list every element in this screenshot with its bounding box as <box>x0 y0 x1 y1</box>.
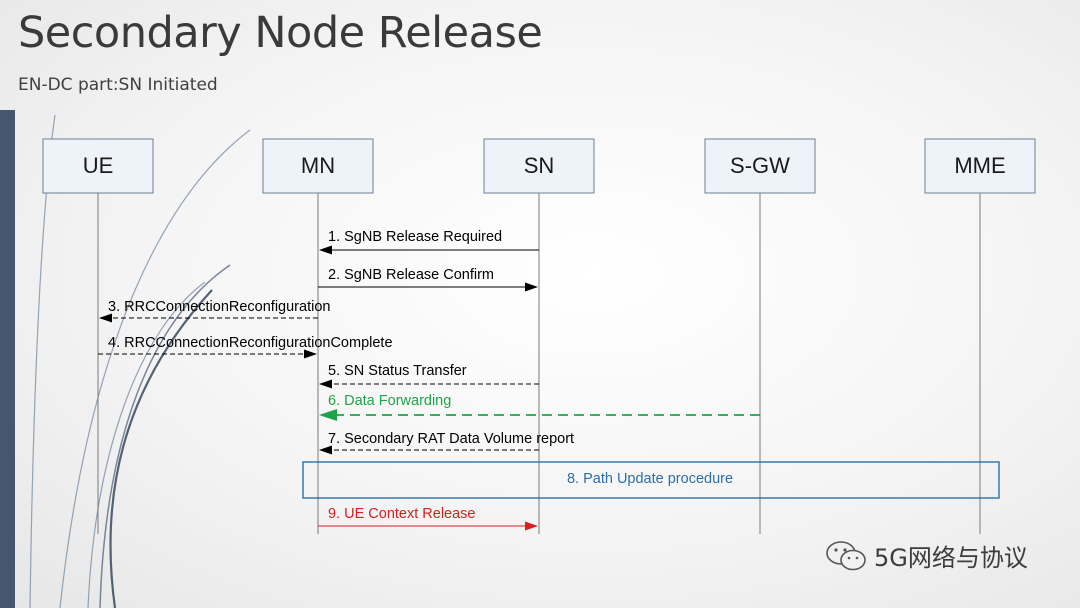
message-4-label: 4. RRCConnectionReconfigurationComplete <box>108 335 393 351</box>
node-box-mme <box>924 138 1036 194</box>
procedure-box <box>302 461 1000 499</box>
message-2-label: 2. SgNB Release Confirm <box>328 267 494 283</box>
message-5-arrowhead <box>319 379 332 389</box>
node-box-sn <box>483 138 595 194</box>
message-7-label: 7. Secondary RAT Data Volume report <box>328 431 574 447</box>
node-box-sgw <box>704 138 816 194</box>
node-box-ue <box>42 138 154 194</box>
message-1: 1. SgNB Release Required <box>319 229 539 255</box>
message-6-arrowhead <box>319 409 337 421</box>
node-label-mn: MN <box>301 153 335 178</box>
slide-title: Secondary Node Release <box>18 8 543 58</box>
watermark: 5G网络与协议 <box>824 538 1028 573</box>
message-9-arrowhead <box>525 521 538 531</box>
procedure-label: 8. Path Update procedure <box>567 471 733 487</box>
node-boxes: UE MN SN S-GW MME <box>42 138 1036 194</box>
message-9-label: 9. UE Context Release <box>328 506 476 522</box>
messages: 1. SgNB Release Required 2. SgNB Release … <box>98 229 760 531</box>
decorative-curves <box>29 114 251 608</box>
message-9: 9. UE Context Release <box>318 506 538 531</box>
message-2-arrowhead <box>525 282 538 292</box>
message-1-arrowhead <box>319 245 332 255</box>
node-label-mme: MME <box>954 153 1005 178</box>
message-1-label: 1. SgNB Release Required <box>328 229 502 245</box>
left-accent-strip <box>0 110 15 608</box>
message-2: 2. SgNB Release Confirm <box>318 267 538 292</box>
lifelines <box>97 193 981 534</box>
message-7: 7. Secondary RAT Data Volume report <box>319 431 574 455</box>
message-6: 6. Data Forwarding <box>319 393 760 421</box>
message-4: 4. RRCConnectionReconfigurationComplete <box>98 335 393 359</box>
node-label-ue: UE <box>83 153 114 178</box>
node-label-sn: SN <box>524 153 555 178</box>
message-5: 5. SN Status Transfer <box>319 363 539 389</box>
message-6-label: 6. Data Forwarding <box>328 393 451 409</box>
message-3: 3. RRCConnectionReconfiguration <box>99 299 330 323</box>
watermark-text: 5G网络与协议 <box>874 544 1028 572</box>
node-label-sgw: S-GW <box>730 153 790 178</box>
message-5-label: 5. SN Status Transfer <box>328 363 467 379</box>
wechat-icon <box>826 540 866 570</box>
message-3-arrowhead <box>99 313 112 323</box>
message-3-label: 3. RRCConnectionReconfiguration <box>108 299 330 315</box>
message-7-arrowhead <box>319 445 332 455</box>
node-box-mn <box>262 138 374 194</box>
path-update-procedure: 8. Path Update procedure <box>302 461 1000 499</box>
slide-subtitle: EN-DC part:SN Initiated <box>18 75 218 95</box>
message-4-arrowhead <box>304 349 317 359</box>
